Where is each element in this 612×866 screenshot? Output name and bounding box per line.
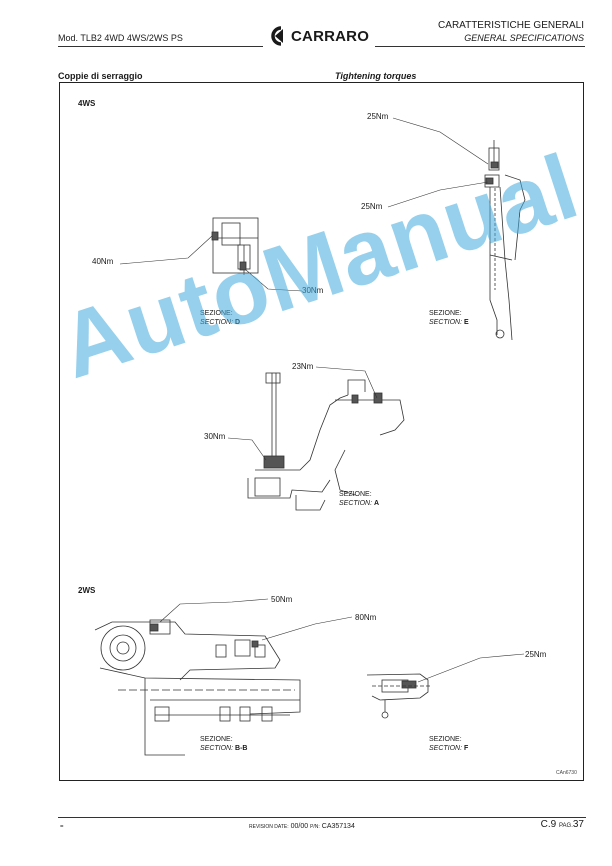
brand-name: CARRARO [291, 27, 370, 45]
drawing-section-bb [94, 619, 301, 756]
torque-label-bb-1: 50Nm [271, 595, 293, 604]
drawing-section-e [484, 140, 526, 341]
torque-label-f-1: 25Nm [525, 650, 547, 659]
section-caption-a-en: SECTION: [339, 500, 373, 507]
torque-label-e-1: 25Nm [367, 112, 389, 121]
section-letter-e: E [464, 319, 469, 326]
section-caption-d-en: SECTION: [200, 319, 234, 326]
torque-label-bb-2: 80Nm [355, 613, 377, 622]
header-rule-right [375, 46, 585, 47]
section-title-en: Tightening torques [335, 71, 417, 81]
section-caption-bb-it: SEZIONE: [200, 736, 233, 743]
revision-value: 00/00 [290, 823, 309, 830]
pn-value: CA357134 [321, 823, 355, 830]
section-title-it: Coppie di serraggio [58, 71, 143, 81]
section-caption-e: SEZIONE: SECTION: E [429, 309, 469, 327]
drawing-section-a [247, 372, 405, 511]
drawing-code: CAn6730 [556, 770, 577, 776]
page-label: PAG. [558, 823, 573, 829]
pn-label: P/N: [310, 824, 320, 830]
header-model: Mod. TLB2 4WD 4WS/2WS PS [58, 33, 183, 43]
torque-label-d-2: 30Nm [302, 286, 324, 295]
group-tag-4ws: 4WS [78, 99, 96, 108]
section-letter-f: F [464, 745, 469, 752]
header-title-en: GENERAL SPECIFICATIONS [464, 33, 584, 43]
footer-revision: REVISION DATE: 00/00 P/N: CA357134 [249, 823, 355, 830]
section-letter-bb: B-B [235, 745, 248, 752]
torque-label-e-2: 25Nm [361, 202, 383, 211]
footer-left-mark: = [60, 824, 64, 830]
section-caption-bb-en: SECTION: [200, 745, 234, 752]
header-title-it: CARATTERISTICHE GENERALI [438, 20, 584, 31]
header-rule-left [58, 46, 263, 47]
section-letter-d: D [235, 319, 241, 326]
footer-page: C.9 PAG.37 [541, 819, 584, 830]
torque-label-a-1: 23Nm [292, 362, 314, 371]
brand-logo: CARRARO [266, 25, 378, 47]
section-caption-d-it: SEZIONE: [200, 310, 233, 317]
leader-lines [119, 117, 525, 683]
footer-rule [58, 817, 586, 818]
section-caption-a: SEZIONE: SECTION: A [339, 490, 379, 508]
page-prefix: C.9 [540, 819, 557, 830]
section-caption-a-it: SEZIONE: [339, 491, 372, 498]
section-caption-f-en: SECTION: [429, 745, 463, 752]
group-tag-2ws: 2WS [78, 586, 96, 595]
section-caption-d: SEZIONE: SECTION: D [200, 309, 240, 327]
drawing-section-f [366, 673, 430, 719]
section-caption-e-en: SECTION: [429, 319, 463, 326]
section-caption-f-it: SEZIONE: [429, 736, 462, 743]
section-caption-e-it: SEZIONE: [429, 310, 462, 317]
revision-label: REVISION DATE: [249, 824, 289, 830]
section-letter-a: A [374, 500, 380, 507]
torque-label-a-2: 30Nm [204, 432, 226, 441]
carraro-logo-icon [271, 26, 283, 46]
section-caption-bb: SEZIONE: SECTION: B-B [200, 735, 247, 753]
page-number: 37 [572, 819, 584, 830]
drawing-frame [59, 82, 584, 781]
torque-label-d-1: 40Nm [92, 257, 114, 266]
section-caption-f: SEZIONE: SECTION: F [429, 735, 468, 753]
